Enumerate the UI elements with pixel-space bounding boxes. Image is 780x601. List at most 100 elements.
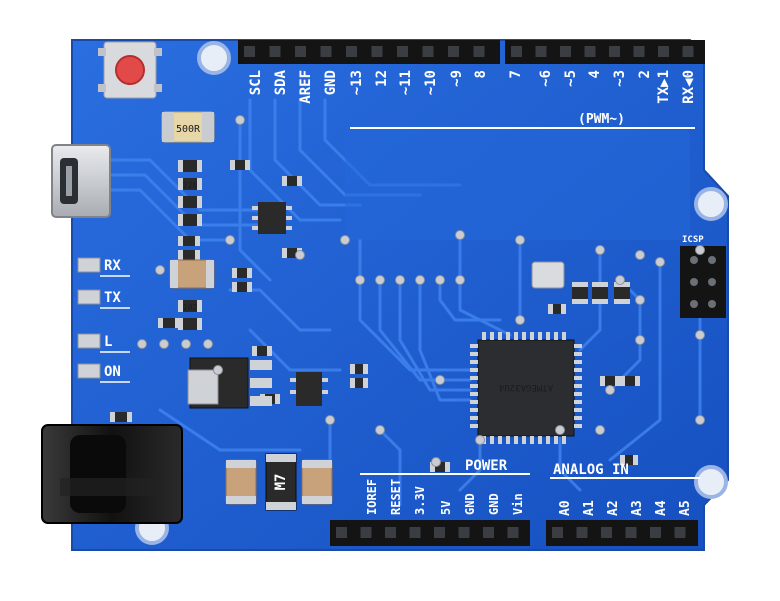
reset-button[interactable] <box>98 41 162 99</box>
power-group-label: POWER <box>465 458 508 474</box>
header-pin <box>633 46 645 57</box>
digital-pin-label: 8 <box>473 70 489 78</box>
header-pin <box>576 527 588 538</box>
via <box>295 250 305 260</box>
smd-component <box>178 160 202 172</box>
header-pin <box>473 46 485 57</box>
header-pin <box>601 527 612 538</box>
mcu-pin <box>498 332 502 340</box>
smd-component <box>232 268 252 278</box>
analog-group-label: ANALOG IN <box>553 462 629 478</box>
capacitors <box>169 259 333 505</box>
digital-header[interactable] <box>238 40 705 64</box>
mcu-pin <box>470 344 478 348</box>
mcu-pin <box>562 332 566 340</box>
analog-pin-label: A0 <box>558 500 573 516</box>
micro-usb-port[interactable] <box>51 144 111 218</box>
dc-power-jack[interactable] <box>41 424 183 524</box>
power-pin-label: GND <box>463 493 477 515</box>
via <box>635 295 645 305</box>
pwm-label: (PWM~) <box>578 112 625 127</box>
via <box>159 339 169 349</box>
digital-pin-label: 2 <box>637 70 653 78</box>
smd-component <box>350 364 368 374</box>
smd-component <box>548 304 566 314</box>
via <box>213 365 223 375</box>
via <box>435 375 445 385</box>
resistor2-marking: 102 <box>183 303 198 312</box>
via <box>595 245 605 255</box>
digital-pin-label: 7 <box>508 70 524 78</box>
header-pin <box>584 46 596 57</box>
digital-pin-label: ~13 <box>349 70 365 95</box>
header-pin <box>658 46 669 57</box>
via <box>695 330 705 340</box>
smd-component <box>178 300 202 312</box>
mcu-pin <box>470 360 478 364</box>
crystal-oscillator <box>531 261 565 289</box>
header-pin <box>625 527 637 538</box>
header-pin <box>371 46 383 57</box>
smd-component <box>232 282 252 292</box>
polyfuse: 500R <box>161 111 215 143</box>
header-pin <box>409 527 421 538</box>
via <box>435 275 445 285</box>
mcu-pin <box>574 384 582 388</box>
mcu-pin <box>490 332 494 340</box>
header-pin <box>535 46 547 57</box>
power-analog-header[interactable] <box>330 520 698 546</box>
mcu-pin <box>470 408 478 412</box>
mcu-pin <box>482 332 486 340</box>
smd-component <box>178 178 202 190</box>
mcu-pin <box>562 436 566 444</box>
header-pin <box>552 527 563 538</box>
smd-component <box>350 378 368 388</box>
via <box>155 265 165 275</box>
mcu-pin <box>514 436 518 444</box>
smd-component <box>158 318 180 328</box>
via <box>415 275 425 285</box>
via <box>595 425 605 435</box>
header-pin <box>244 46 255 57</box>
smd-component <box>110 412 132 422</box>
icsp-header[interactable] <box>680 246 726 318</box>
smd-component <box>178 236 200 246</box>
digital-pin-label: 12 <box>374 70 390 87</box>
smd-component <box>178 318 202 330</box>
via <box>695 415 705 425</box>
digital-pin-label: ~11 <box>398 70 414 95</box>
led <box>77 289 101 305</box>
mcu-pin <box>574 392 582 396</box>
analog-pin-label: A4 <box>654 500 669 516</box>
analog-pin-label: A3 <box>630 500 645 516</box>
header-pin <box>434 527 445 538</box>
mcu-pin <box>506 332 510 340</box>
mcu-pin <box>546 436 550 444</box>
via <box>181 339 191 349</box>
smd-component <box>282 176 302 186</box>
mcu-pin <box>530 332 534 340</box>
power-pin-label: RESET <box>389 479 403 515</box>
via <box>615 275 625 285</box>
resistor-marking: 220 <box>183 181 198 190</box>
header-pin <box>269 46 281 57</box>
via <box>455 230 465 240</box>
header-pin <box>511 46 522 57</box>
smd-component <box>600 376 620 386</box>
led <box>77 333 101 349</box>
header-pin <box>560 46 571 57</box>
mcu-pin <box>470 400 478 404</box>
led <box>77 257 101 273</box>
made-in-label: MADE IN ITALY <box>728 377 739 455</box>
mcu-pin <box>574 416 582 420</box>
atmega32u4-mcu: ATMEGA32U4 <box>470 332 582 444</box>
header-pin <box>483 527 494 538</box>
smd-component <box>178 196 202 208</box>
via <box>375 425 385 435</box>
via <box>340 235 350 245</box>
via <box>515 235 525 245</box>
mcu-pin <box>514 332 518 340</box>
